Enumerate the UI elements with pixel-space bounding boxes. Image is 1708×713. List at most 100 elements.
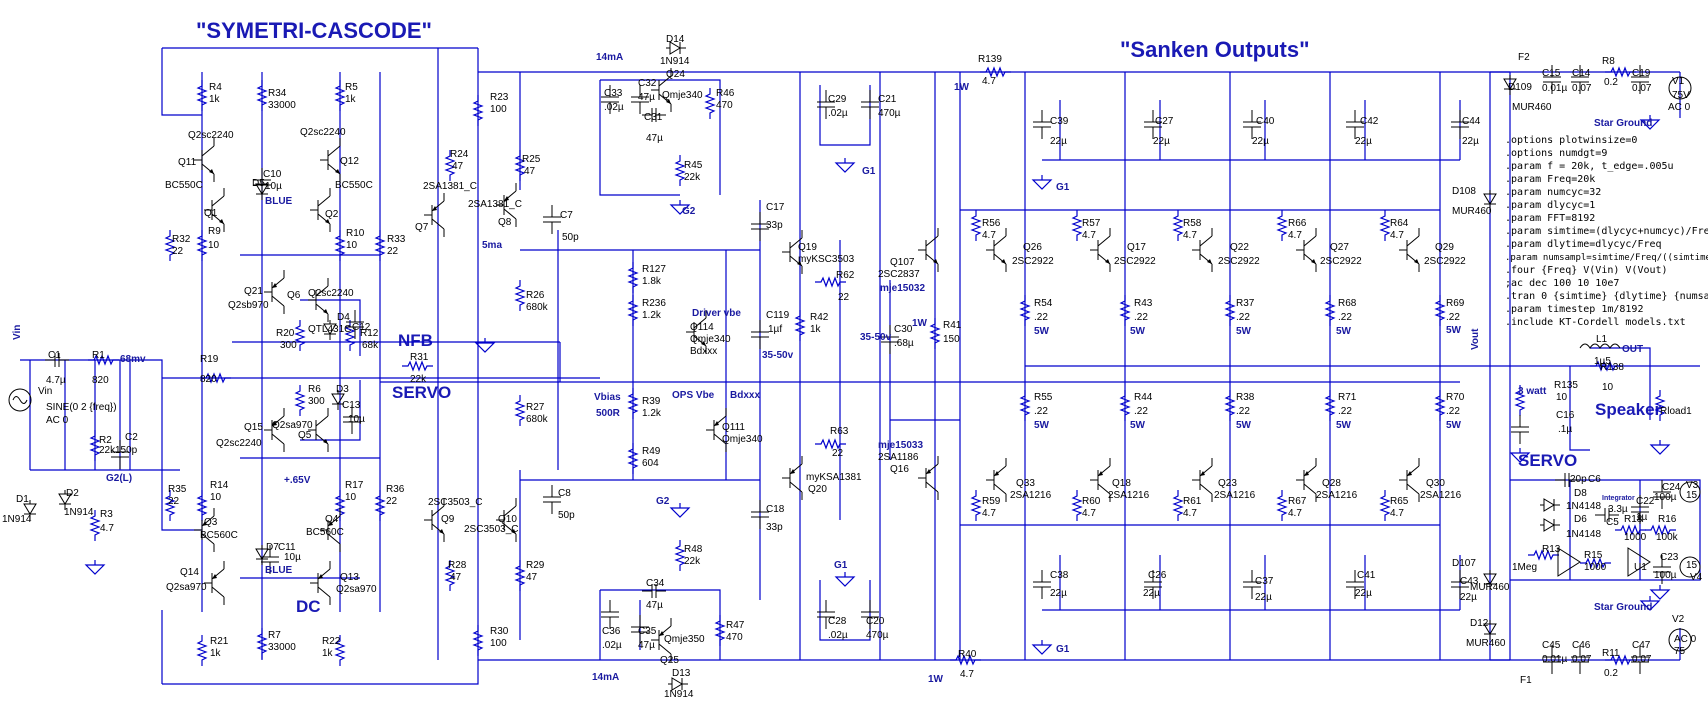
- annot-14ma-top: 14mA: [596, 52, 623, 63]
- label-Bdxxx-a: Bdxxx: [690, 346, 717, 357]
- label-R55: R55: [1034, 392, 1053, 403]
- label-R16: R16: [1658, 514, 1677, 525]
- value-R69: .22: [1446, 312, 1460, 323]
- label-V4: V4: [1690, 572, 1703, 583]
- value-C46: 0.07: [1572, 654, 1592, 665]
- ground-g1-d: G1: [1056, 644, 1070, 655]
- value-D1: 1N914: [2, 514, 32, 525]
- value-R30: 100: [490, 638, 507, 649]
- value-R46: 470: [716, 100, 733, 111]
- label-Q2sa970-a: Q2sa970: [272, 420, 313, 431]
- value-C20: 470µ: [866, 630, 889, 641]
- label-Q18: Q18: [1112, 478, 1131, 489]
- label-C39: C39: [1050, 116, 1069, 127]
- annot-5w-i: 5W: [1336, 420, 1352, 431]
- directive-line: .options numdgt=9: [1505, 148, 1607, 159]
- value-C39: 22µ: [1050, 136, 1067, 147]
- value-R28: 47: [450, 572, 462, 583]
- label-R5: R5: [345, 82, 358, 93]
- value-R34: 33000: [268, 100, 296, 111]
- label-Q12: Q12: [340, 156, 359, 167]
- label-Q24: Q24: [666, 69, 685, 80]
- label-D13: D13: [672, 668, 691, 679]
- label-Q15: Q15: [244, 422, 263, 433]
- label-2SC2922-e: 2SC2922: [1424, 256, 1466, 267]
- value-R135: 10: [1556, 392, 1568, 403]
- label-C29: C29: [828, 94, 847, 105]
- vout-net-label: Vout: [1470, 328, 1481, 350]
- label-R6: R6: [308, 384, 321, 395]
- value-R24: 47: [452, 161, 464, 172]
- value-R9: 10: [208, 240, 220, 251]
- value-V2-ac: AC 0: [1674, 634, 1697, 645]
- label-D6: D6: [1574, 514, 1587, 525]
- label-MUR460-b: MUR460: [1452, 206, 1492, 217]
- value-R32: 22: [172, 246, 184, 257]
- value-R39: 1.2k: [642, 408, 662, 419]
- value-R60: 4.7: [1082, 508, 1096, 519]
- label-R20: R20: [276, 328, 295, 339]
- value-R62: 22: [838, 292, 850, 303]
- value-R36: 22: [386, 496, 398, 507]
- label-C42: C42: [1360, 116, 1379, 127]
- label-R62: R62: [836, 270, 855, 281]
- value-C14: 0.07: [1572, 83, 1592, 94]
- label-Q11: Q11: [178, 157, 197, 168]
- value-R127: 1.8k: [642, 276, 662, 287]
- ground-g2-a: G2: [682, 206, 696, 217]
- label-D3: D3: [336, 384, 349, 395]
- label-mje15032: mje15032: [880, 283, 925, 294]
- label-L1: L1: [1596, 334, 1608, 345]
- value-C19: 0.07: [1632, 83, 1652, 94]
- label-C34: C34: [646, 578, 665, 589]
- label-Q7: Q7: [415, 222, 429, 233]
- label-C16: C16: [1556, 410, 1575, 421]
- value-D6: 1N4148: [1566, 529, 1601, 540]
- value-R65: 4.7: [1390, 508, 1404, 519]
- value-C43: 22µ: [1460, 592, 1477, 603]
- annot-68mv: 68mv: [120, 354, 146, 365]
- value-C35: 47µ: [638, 640, 655, 651]
- label-C2: C2: [125, 432, 138, 443]
- directive-line: .options plotwinsize=0: [1505, 135, 1637, 146]
- label-Q26: Q26: [1023, 242, 1042, 253]
- label-Q2sc2240-d: Q2sc2240: [216, 438, 262, 449]
- label-2SC2922-c: 2SC2922: [1218, 256, 1260, 267]
- label-R34: R34: [268, 88, 287, 99]
- value-R20: 300: [280, 340, 297, 351]
- rail-wires: [20, 47, 1701, 685]
- value-R18: 1000: [1624, 532, 1647, 543]
- label-2SA1186: 2SA1186: [878, 452, 919, 463]
- value-C16: .1µ: [1558, 424, 1572, 435]
- label-2SC2837: 2SC2837: [878, 269, 920, 280]
- value-C17: 33p: [766, 220, 783, 231]
- label-R30: R30: [490, 626, 509, 637]
- directive-line: .include KT-Cordell models.txt: [1505, 317, 1686, 328]
- label-C22: C22: [1636, 496, 1655, 507]
- label-C37: C37: [1255, 576, 1274, 587]
- value-R68: .22: [1338, 312, 1352, 323]
- label-F1: F1: [1520, 675, 1532, 686]
- annot-star-ground-bot: Star Ground: [1594, 602, 1652, 613]
- label-C47: C47: [1632, 640, 1651, 651]
- label-R54: R54: [1034, 298, 1053, 309]
- label-R37: R37: [1236, 298, 1255, 309]
- value-R22: 1k: [322, 648, 334, 659]
- label-C40: C40: [1256, 116, 1275, 127]
- annot-5ma: 5ma: [482, 240, 502, 251]
- value-R66: 4.7: [1288, 230, 1302, 241]
- label-MUR460-a: MUR460: [1512, 102, 1552, 113]
- label-R23: R23: [490, 92, 509, 103]
- annot-driver-vbe: Driver vbe: [692, 308, 741, 319]
- value-C23: 100µ: [1654, 570, 1677, 581]
- component-symbols: [8, 41, 1701, 691]
- value-D8: 1N4148: [1566, 501, 1601, 512]
- annot-star-ground-top: Star Ground: [1594, 118, 1652, 129]
- annot-35-50v-a: 35-50v: [762, 350, 794, 361]
- label-myKSC3503: myKSC3503: [798, 254, 855, 265]
- value-R17: 10: [345, 492, 357, 503]
- label-R12: R12: [360, 328, 379, 339]
- label-Q5: Q5: [298, 430, 312, 441]
- value-R29: 47: [526, 572, 538, 583]
